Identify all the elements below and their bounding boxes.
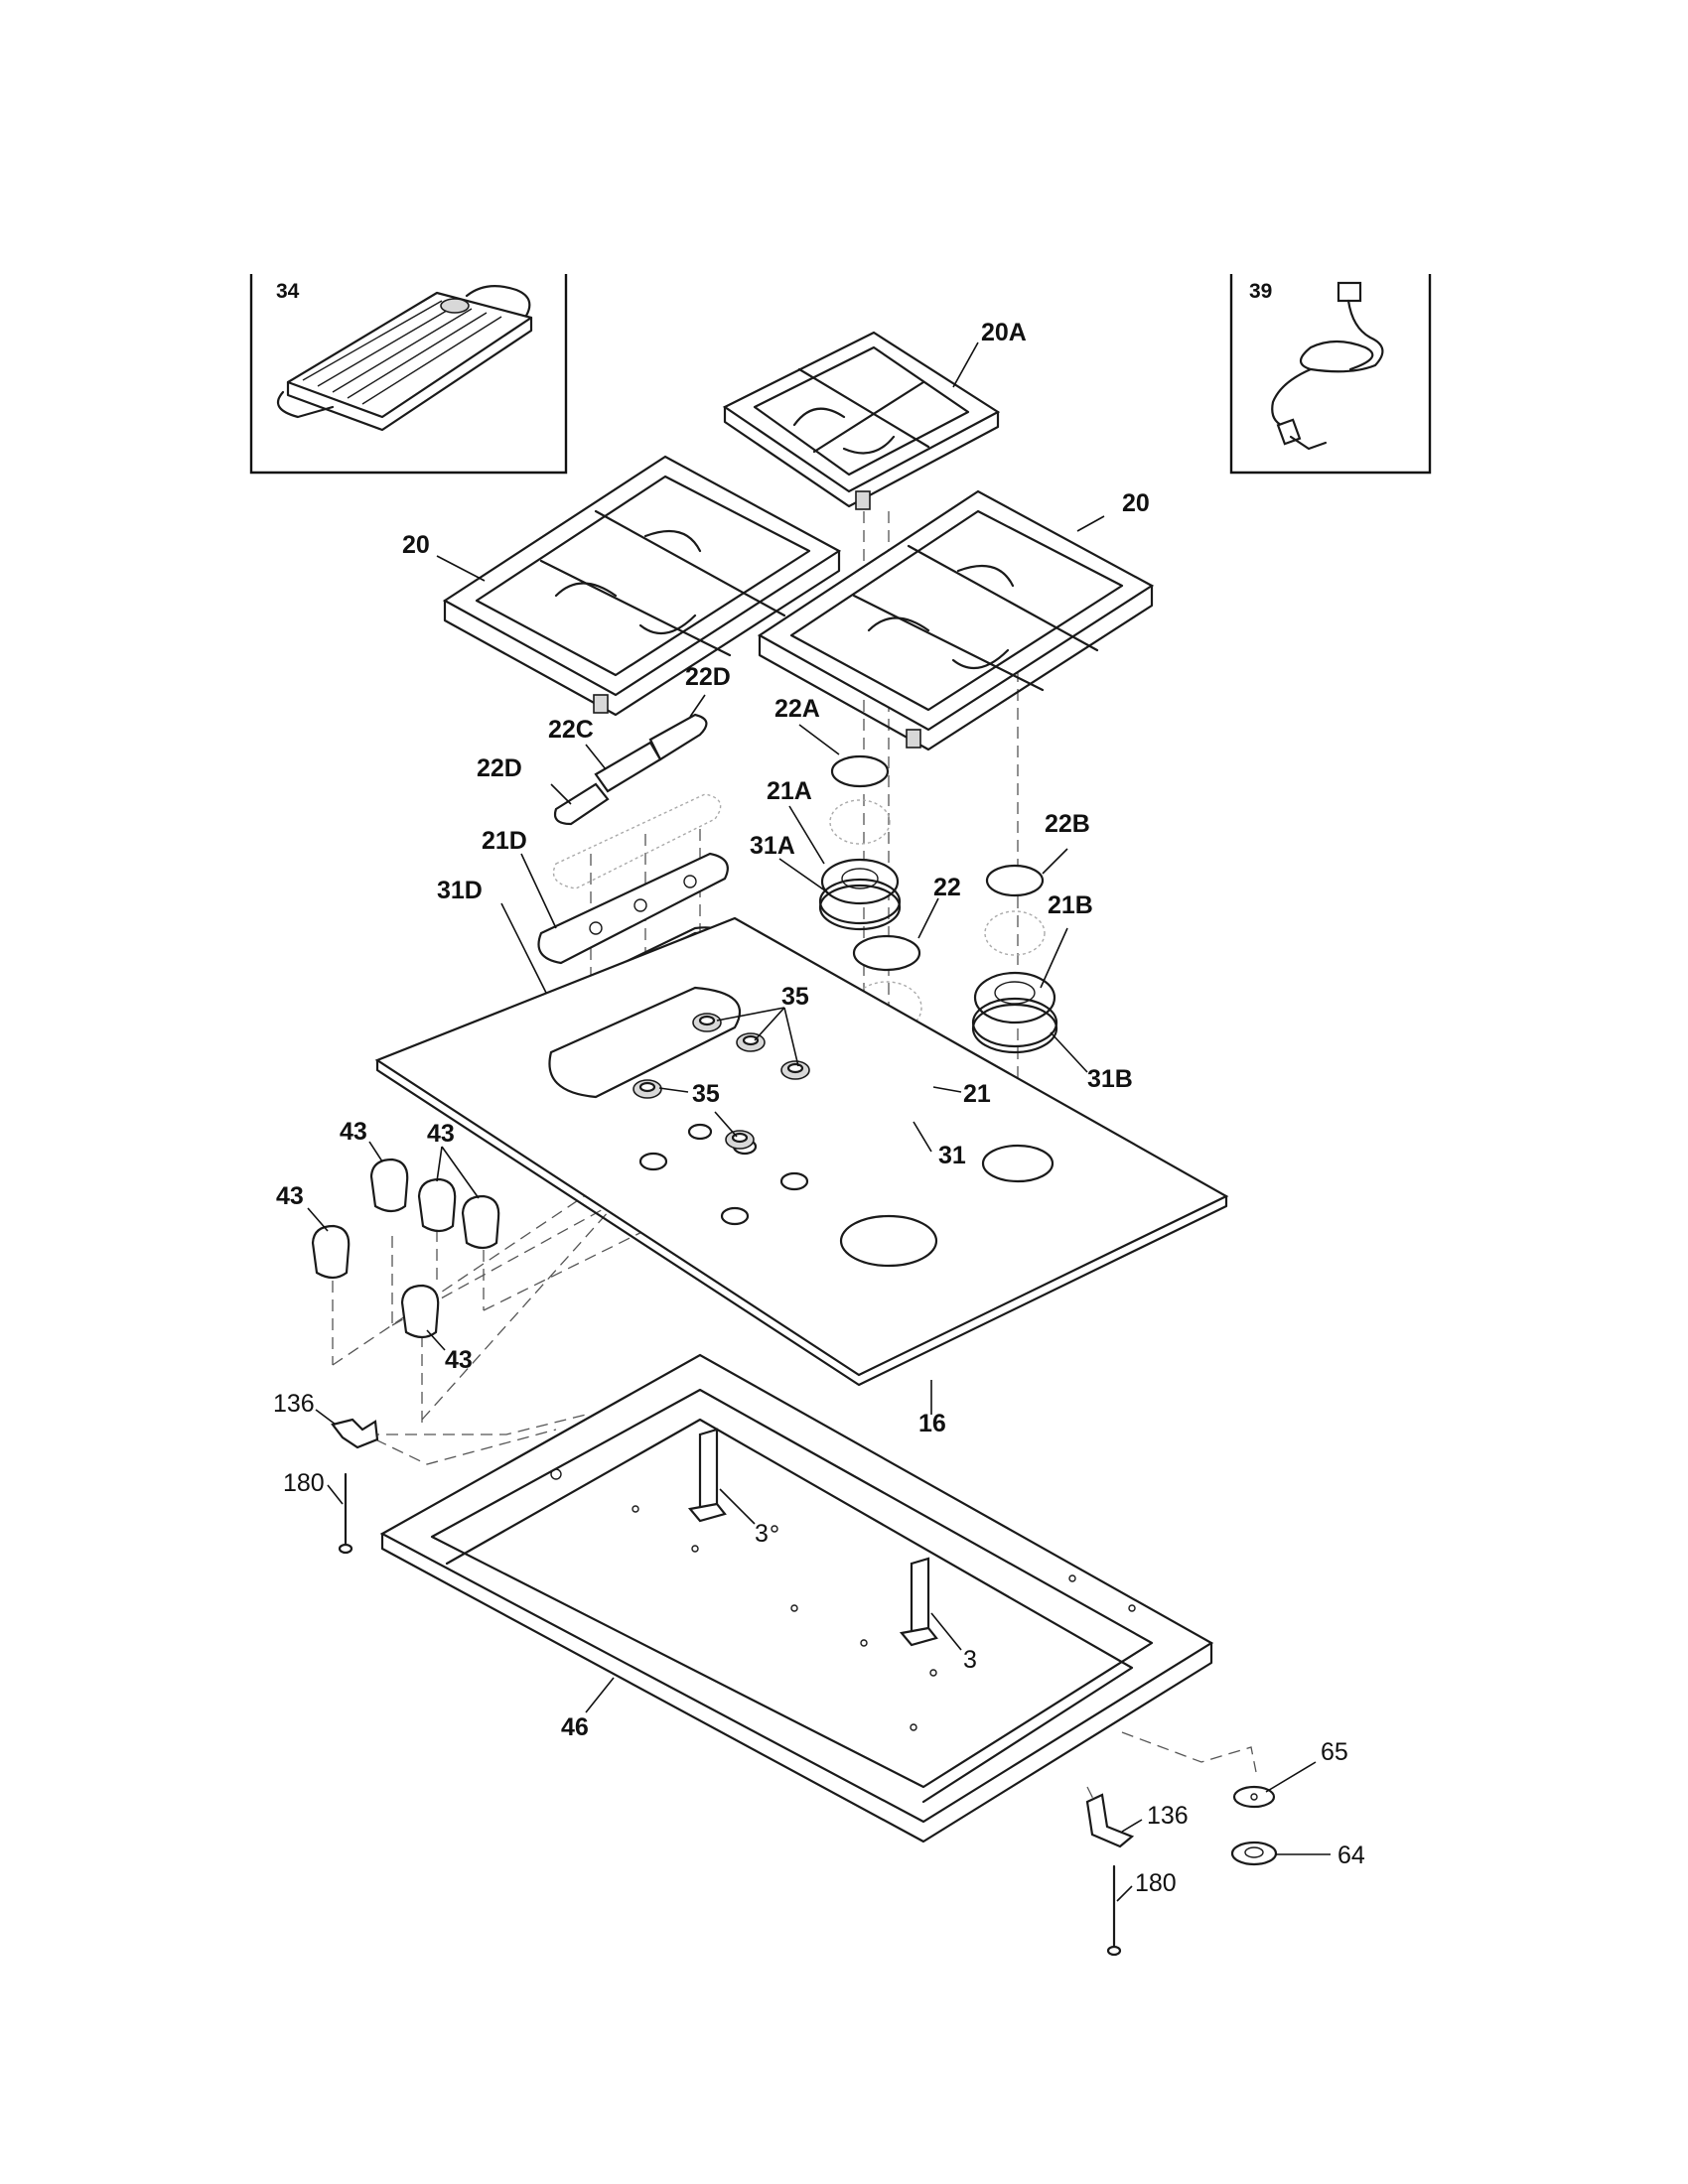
brackets (687, 1428, 938, 1647)
label-21d: 21D (482, 827, 527, 855)
label-21a: 21A (767, 777, 812, 805)
label-20-left: 20 (402, 531, 430, 559)
label-22a: 22A (774, 695, 820, 723)
bridge-head (537, 852, 729, 965)
label-43-b: 43 (427, 1120, 455, 1148)
burner-b (971, 864, 1058, 1054)
burner-a (818, 754, 902, 931)
label-22b: 22B (1045, 810, 1090, 838)
griddle-icon (276, 285, 533, 432)
grate-left (442, 455, 842, 717)
grate-center (722, 331, 1001, 510)
grate-right (757, 489, 1155, 751)
label-20-right: 20 (1122, 489, 1150, 517)
label-16: 16 (918, 1410, 946, 1437)
label-136-left: 136 (273, 1390, 315, 1418)
label-35-top: 35 (781, 983, 809, 1011)
label-43-d: 43 (445, 1346, 473, 1374)
hardware (331, 1418, 1278, 1957)
label-20a: 20A (981, 319, 1027, 346)
seals (633, 1013, 810, 1150)
label-180-right: 180 (1135, 1869, 1177, 1897)
label-43-a: 43 (340, 1118, 367, 1146)
bridge-spark-ring (552, 793, 722, 889)
label-22d-top: 22D (685, 663, 731, 691)
part-labels: 20A 20 20 22D 22C 22D 22A 21A 31A 21D 31… (273, 319, 1365, 1897)
label-46: 46 (561, 1713, 589, 1741)
label-31d: 31D (437, 877, 483, 904)
label-64: 64 (1337, 1842, 1365, 1869)
label-31: 31 (938, 1142, 966, 1169)
power-cord-inset: 39 (1229, 274, 1432, 475)
label-22: 22 (933, 874, 961, 901)
label-21b: 21B (1048, 891, 1093, 919)
label-31a: 31A (750, 832, 795, 860)
label-31b: 31B (1087, 1065, 1133, 1093)
label-3-a: 3 (755, 1520, 769, 1548)
label-43-c: 43 (276, 1182, 304, 1210)
power-cord-inset-label: 39 (1249, 280, 1272, 303)
griddle-inset: 34 (249, 274, 568, 475)
label-21: 21 (963, 1080, 991, 1108)
label-180-left: 180 (283, 1469, 325, 1497)
label-65: 65 (1321, 1738, 1348, 1766)
label-35-bottom: 35 (692, 1080, 720, 1108)
knobs (311, 1158, 500, 1339)
label-22d-left: 22D (477, 754, 522, 782)
label-3-b: 3 (963, 1646, 977, 1674)
cooktop (374, 916, 1229, 1387)
label-22c: 22C (548, 716, 594, 744)
griddle-inset-label: 34 (276, 280, 300, 303)
leader-lines (307, 341, 1331, 1902)
bridge-caps (553, 713, 708, 826)
burner-box (379, 1353, 1214, 1843)
power-cord-icon (1271, 281, 1384, 451)
label-136-right: 136 (1147, 1802, 1189, 1830)
